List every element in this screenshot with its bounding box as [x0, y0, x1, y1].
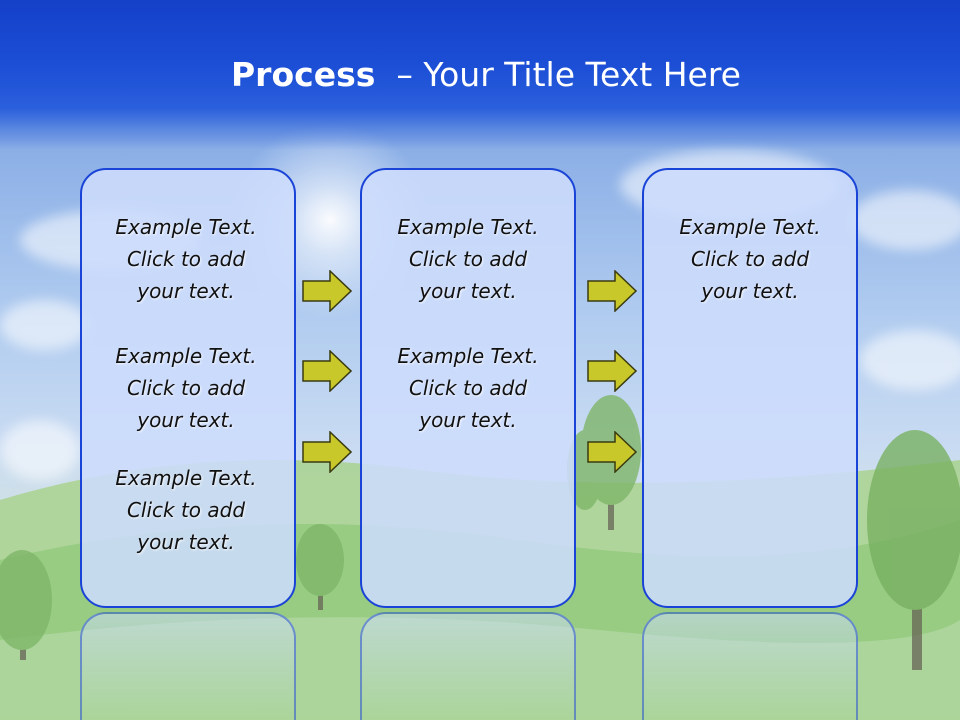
text-line: Example Text.: [115, 215, 257, 239]
text-block[interactable]: Example Text. Click to add your text.: [78, 462, 294, 558]
text-block[interactable]: Example Text. Click to add your text.: [360, 211, 576, 307]
process-box-3[interactable]: [642, 168, 858, 608]
text-line: your text.: [137, 530, 235, 554]
header-band: [0, 0, 960, 150]
text-line: your text.: [419, 279, 517, 303]
cloud: [850, 190, 960, 250]
text-line: your text.: [137, 279, 235, 303]
text-block[interactable]: Example Text. Click to add your text.: [78, 340, 294, 436]
right-arrow-icon: [302, 350, 352, 392]
text-line: your text.: [419, 408, 517, 432]
right-arrow-icon: [302, 431, 352, 473]
right-arrow-icon: [302, 270, 352, 312]
cloud: [0, 420, 80, 480]
right-arrow-icon: [587, 270, 637, 312]
right-arrow-icon: [587, 350, 637, 392]
text-line: Click to add: [408, 247, 528, 271]
text-line: Click to add: [126, 247, 246, 271]
cloud: [860, 330, 960, 390]
box-reflection: [360, 612, 576, 720]
title-rest: – Your Title Text Here: [396, 55, 741, 94]
process-box-2[interactable]: [360, 168, 576, 608]
text-block[interactable]: Example Text. Click to add your text.: [360, 340, 576, 436]
slide-title[interactable]: Process – Your Title Text Here: [0, 52, 960, 98]
text-line: your text.: [137, 408, 235, 432]
text-line: Click to add: [126, 376, 246, 400]
text-line: Example Text.: [397, 215, 539, 239]
text-line: Click to add: [408, 376, 528, 400]
text-line: Example Text.: [115, 344, 257, 368]
title-bold: Process: [231, 55, 376, 94]
text-block[interactable]: Example Text. Click to add your text.: [78, 211, 294, 307]
cloud: [0, 300, 90, 350]
text-line: Example Text.: [115, 466, 257, 490]
right-arrow-icon: [587, 431, 637, 473]
text-line: Example Text.: [679, 215, 821, 239]
text-line: Click to add: [126, 498, 246, 522]
text-block[interactable]: Example Text. Click to add your text.: [642, 211, 858, 307]
box-reflection: [642, 612, 858, 720]
text-line: Click to add: [690, 247, 810, 271]
box-reflection: [80, 612, 296, 720]
text-line: Example Text.: [397, 344, 539, 368]
process-box-1[interactable]: [80, 168, 296, 608]
text-line: your text.: [701, 279, 799, 303]
